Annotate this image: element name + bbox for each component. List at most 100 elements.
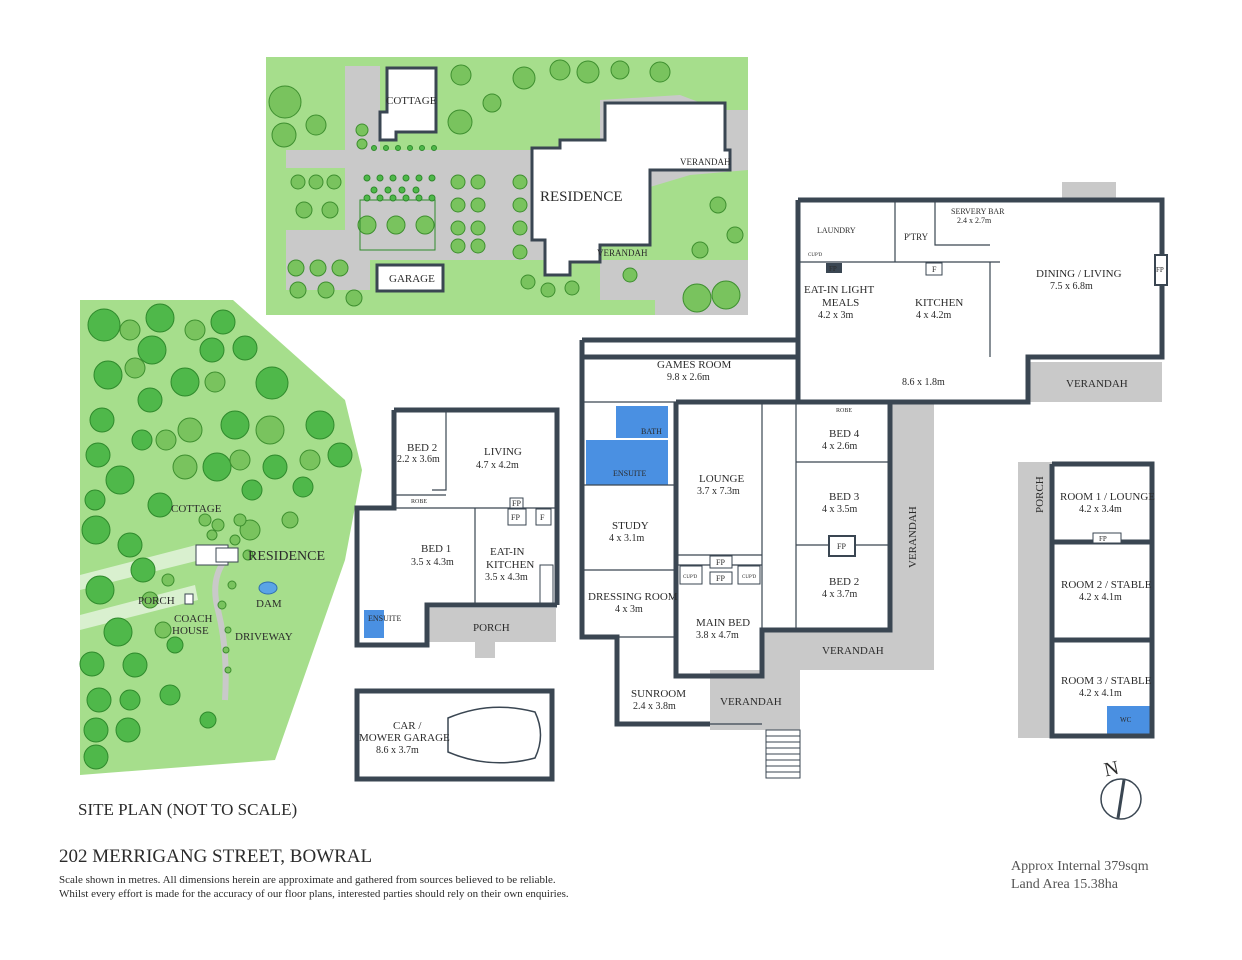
site-plan-title: SITE PLAN (NOT TO SCALE) [78,800,297,819]
servery-dim: 2.4 x 2.7m [957,216,992,225]
coach-house-plan: PORCH ROOM 1 / LOUNGE 4.2 x 3.4m FP ROOM… [1018,461,1155,739]
verandah-s-label: VERANDAH [822,645,884,657]
site-plan: COTTAGE RESIDENCE PORCH COACH HOUSE DAM … [79,300,362,775]
aerial-garage [375,263,445,293]
garage-label-2: MOWER GARAGE [359,732,450,744]
games-room-dim: 9.8 x 2.6m [667,372,710,383]
kitchen-f: F [932,265,937,274]
dining-label: DINING / LIVING [1036,268,1122,280]
cottage-fp-2: FP [511,513,520,522]
internal-area: Approx Internal 379sqm [1011,859,1149,874]
site-dam-label: DAM [256,598,282,610]
main-bed-label: MAIN BED [696,617,750,629]
main-fp-b: FP [716,574,725,583]
garage-plan: CAR / MOWER GARAGE 8.6 x 3.7m [354,688,555,782]
eatin-fp: FP [829,265,837,273]
games-room-label: GAMES ROOM [657,359,731,371]
bed4-robe: ROBE [836,408,852,414]
coach-porch-label: PORCH [1034,476,1046,513]
aerial-verandah-label-2: VERANDAH [597,248,648,258]
main-cupd-b: CUP'D [742,575,757,580]
aerial-cottage-label: COTTAGE [386,95,437,107]
aerial-garage-label: GARAGE [389,273,435,285]
kitchen-label: KITCHEN [915,297,963,309]
verandah-sw-label: VERANDAH [720,696,782,708]
cottage-fp-1: FP [512,499,521,508]
bed3-label: BED 3 [829,491,860,503]
disclaimer-line-2: Whilst every effort is made for the accu… [59,888,569,900]
coach-room1-label: ROOM 1 / LOUNGE [1060,491,1155,503]
compass-n-label: N [1102,757,1121,782]
cottage-porch-label: PORCH [473,622,510,634]
coach-room3-label: ROOM 3 / STABLE [1061,675,1152,687]
eatin-label-2: MEALS [822,297,859,309]
address-title: 202 MERRIGANG STREET, BOWRAL [59,846,373,867]
sunroom-label: SUNROOM [631,688,686,700]
bed2-dim: 4 x 3.7m [822,589,858,600]
cottage-robe-label: ROBE [411,499,427,505]
hall-dim: 8.6 x 1.8m [902,377,945,388]
dining-dim: 7.5 x 6.8m [1050,281,1093,292]
site-coach-label-2: HOUSE [172,625,209,637]
main-cupd-a: CUP'D [683,575,698,580]
garage-dim: 8.6 x 3.7m [376,745,419,756]
coach-room1-dim: 4.2 x 3.4m [1079,504,1122,515]
compass-icon: N [1100,757,1142,820]
study-label: STUDY [612,520,649,532]
coach-room2-dim: 4.2 x 4.1m [1079,592,1122,603]
land-area: Land Area 15.38ha [1011,877,1118,892]
bed2-label: BED 2 [829,576,859,588]
dressing-room-dim: 4 x 3m [615,604,643,615]
coach-wc-label: WC [1120,716,1132,724]
study-dim: 4 x 3.1m [609,533,645,544]
disclaimer-line-1: Scale shown in metres. All dimensions he… [59,874,556,886]
main-bed-dim: 3.8 x 4.7m [696,630,739,641]
lounge-label: LOUNGE [699,473,744,485]
main-fp-a: FP [716,558,725,567]
bed2-fp: FP [837,542,846,551]
cottage-bed1-dim: 3.5 x 4.3m [411,557,454,568]
cottage-plan: BED 2 2.2 x 3.6m LIVING 4.7 x 4.2m ROBE … [354,407,560,658]
coach-room3-dim: 4.2 x 4.1m [1079,688,1122,699]
aerial-verandah-label-1: VERANDAH [680,157,731,167]
cottage-bed1-label: BED 1 [421,543,451,555]
coach-fp: FP [1099,535,1107,543]
cottage-eatin-dim: 3.5 x 4.3m [485,572,528,583]
cottage-bed2-dim: 2.2 x 3.6m [397,454,440,465]
dressing-room-label: DRESSING ROOM [588,591,678,603]
aerial-cottage [378,66,438,142]
cottage-ensuite-label: ENSUITE [368,614,401,623]
cottage-eatin-label-1: EAT-IN [490,546,524,558]
eatin-label-1: EAT-IN LIGHT [804,284,874,296]
aerial-residence [530,101,732,277]
site-coach-label-1: COACH [174,613,213,625]
pantry-label: P'TRY [904,232,929,242]
servery-label: SERVERY BAR [951,207,1005,216]
verandah-ne-label: VERANDAH [1066,378,1128,390]
site-cottage-label: COTTAGE [171,503,222,515]
bed3-dim: 4 x 3.5m [822,504,858,515]
cottage-living-label: LIVING [484,446,522,458]
sunroom-dim: 2.4 x 3.8m [633,701,676,712]
ensuite-label: ENSUITE [613,469,646,478]
dining-fp: FP [1156,266,1164,274]
laundry-label: LAUNDRY [817,226,856,235]
aerial-residence-label: RESIDENCE [540,189,623,205]
bath-label: BATH [641,427,662,436]
cottage-eatin-label-2: KITCHEN [486,559,534,571]
cottage-living-dim: 4.7 x 4.2m [476,460,519,471]
kitchen-dim: 4 x 4.2m [916,310,952,321]
bed4-label: BED 4 [829,428,860,440]
site-porch-label: PORCH [138,595,175,607]
laundry-cupd: CUP'D [808,253,823,258]
bed4-dim: 4 x 2.6m [822,441,858,452]
garage-label-1: CAR / [393,720,422,732]
cottage-bed2-label: BED 2 [407,442,437,454]
verandah-e-label: VERANDAH [907,506,919,568]
site-driveway-label: DRIVEWAY [235,631,293,643]
coach-room2-label: ROOM 2 / STABLE [1061,579,1152,591]
eatin-dim: 4.2 x 3m [818,310,854,321]
site-residence-label: RESIDENCE [248,549,325,564]
cottage-f: F [540,513,545,522]
